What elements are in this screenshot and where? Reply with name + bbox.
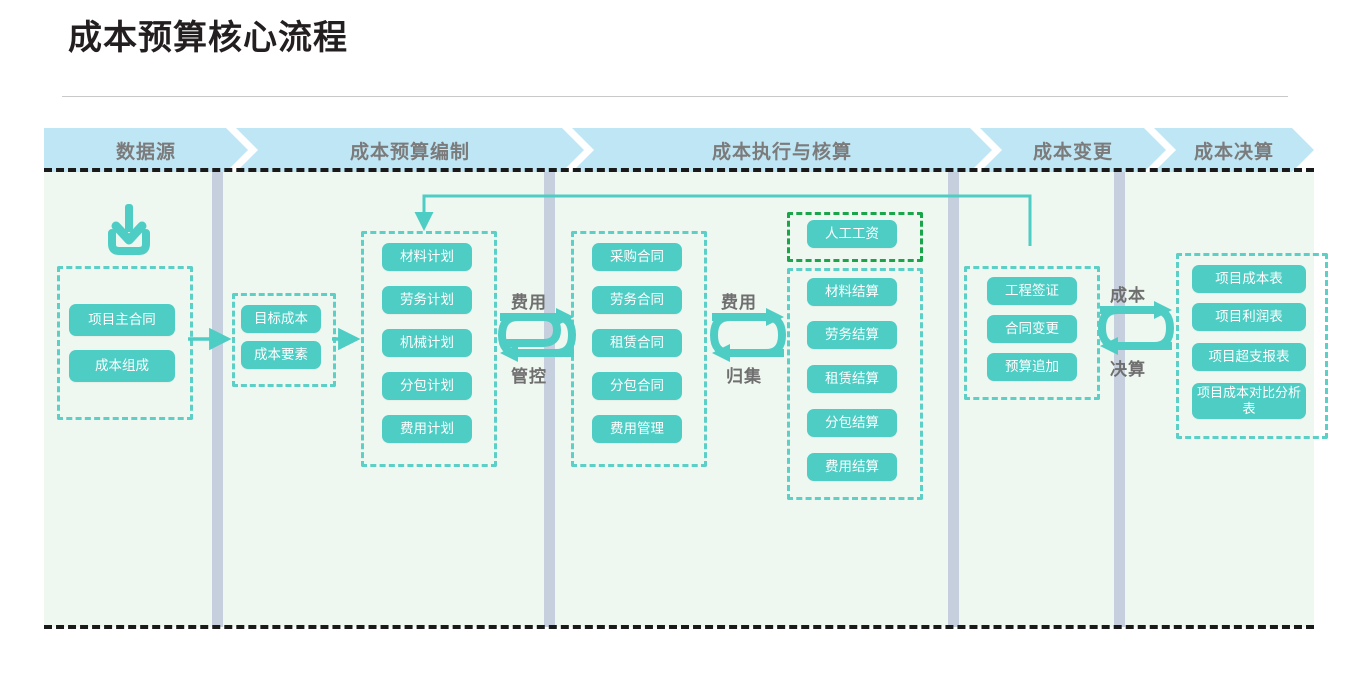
lane-divider-1 xyxy=(212,172,223,627)
pill-subcontract-plan[interactable]: 分包计划 xyxy=(382,372,472,400)
pill-labor-wage[interactable]: 人工工资 xyxy=(807,220,897,248)
pill-cost-element[interactable]: 成本要素 xyxy=(241,341,321,369)
pill-purchase-contract[interactable]: 采购合同 xyxy=(592,243,682,271)
pill-material-plan[interactable]: 材料计划 xyxy=(382,243,472,271)
pill-project-profit-sheet[interactable]: 项目利润表 xyxy=(1192,303,1306,331)
cycle-label-plan-contract-top: 费用 xyxy=(511,293,547,312)
pill-expense-management[interactable]: 费用管理 xyxy=(592,415,682,443)
pill-project-overrun-report[interactable]: 项目超支报表 xyxy=(1192,343,1306,371)
phase-header-bar: 数据源 成本预算编制 成本执行与核算 成本变更 成本决算 xyxy=(44,128,1314,172)
lane-bottom-boundary xyxy=(44,625,1314,629)
cycle-label-contract-settle-bottom: 归集 xyxy=(726,367,762,386)
pill-labor-settlement[interactable]: 劳务结算 xyxy=(807,321,897,349)
pill-project-cost-comparison-report[interactable]: 项目成本对比分析表 xyxy=(1192,383,1306,419)
group-settlements xyxy=(787,268,923,500)
cycle-label-plan-contract-bottom: 管控 xyxy=(511,367,547,386)
download-icon xyxy=(100,200,158,258)
lane-divider-4 xyxy=(1114,172,1125,627)
phase-header-label: 数据源 xyxy=(115,141,176,163)
pill-expense-plan[interactable]: 费用计划 xyxy=(382,415,472,443)
page-title: 成本预算核心流程 xyxy=(68,19,348,57)
pill-engineering-visa[interactable]: 工程签证 xyxy=(987,277,1077,305)
pill-expense-settlement[interactable]: 费用结算 xyxy=(807,453,897,481)
pill-subcontract-settlement[interactable]: 分包结算 xyxy=(807,409,897,437)
group-plans xyxy=(361,231,497,467)
pill-cost-composition[interactable]: 成本组成 xyxy=(69,350,175,382)
cycle-label-contract-settle-top: 费用 xyxy=(721,293,757,312)
pill-lease-contract[interactable]: 租赁合同 xyxy=(592,329,682,357)
phase-header-chengbenjuesuan[interactable]: 成本决算 xyxy=(1154,128,1314,172)
pill-lease-settlement[interactable]: 租赁结算 xyxy=(807,365,897,393)
pill-budget-addition[interactable]: 预算追加 xyxy=(987,353,1077,381)
pill-labor-plan[interactable]: 劳务计划 xyxy=(382,286,472,314)
phase-header-label: 成本预算编制 xyxy=(349,141,470,163)
pill-subcontract-contract[interactable]: 分包合同 xyxy=(592,372,682,400)
cycle-label-change-final-top: 成本 xyxy=(1110,286,1146,305)
group-final-reports xyxy=(1176,253,1328,439)
phase-header-shujuyuan[interactable]: 数据源 xyxy=(44,128,248,172)
pill-machinery-plan[interactable]: 机械计划 xyxy=(382,329,472,357)
pill-material-settlement[interactable]: 材料结算 xyxy=(807,278,897,306)
phase-header-label: 成本变更 xyxy=(1032,141,1113,163)
group-labor-wage xyxy=(787,212,923,262)
pill-labor-contract[interactable]: 劳务合同 xyxy=(592,286,682,314)
phase-header-zhixingyuhesuan[interactable]: 成本执行与核算 xyxy=(572,128,992,172)
title-divider xyxy=(62,96,1288,97)
lane-top-boundary xyxy=(44,168,1314,172)
phase-header-label: 成本执行与核算 xyxy=(711,141,852,163)
cycle-label-change-final-bottom: 决算 xyxy=(1110,360,1146,379)
phase-header-chengbenbiangeng[interactable]: 成本变更 xyxy=(980,128,1166,172)
phase-header-yusuanbianzhi[interactable]: 成本预算编制 xyxy=(236,128,584,172)
pill-project-cost-sheet[interactable]: 项目成本表 xyxy=(1192,265,1306,293)
group-source xyxy=(57,266,193,420)
lane-divider-2 xyxy=(544,172,555,627)
pill-target-cost[interactable]: 目标成本 xyxy=(241,305,321,333)
phase-header-label: 成本决算 xyxy=(1193,141,1274,163)
lane-divider-3 xyxy=(948,172,959,627)
swimlane-body xyxy=(44,172,1314,627)
pill-project-main-contract[interactable]: 项目主合同 xyxy=(69,304,175,336)
pill-contract-change[interactable]: 合同变更 xyxy=(987,315,1077,343)
